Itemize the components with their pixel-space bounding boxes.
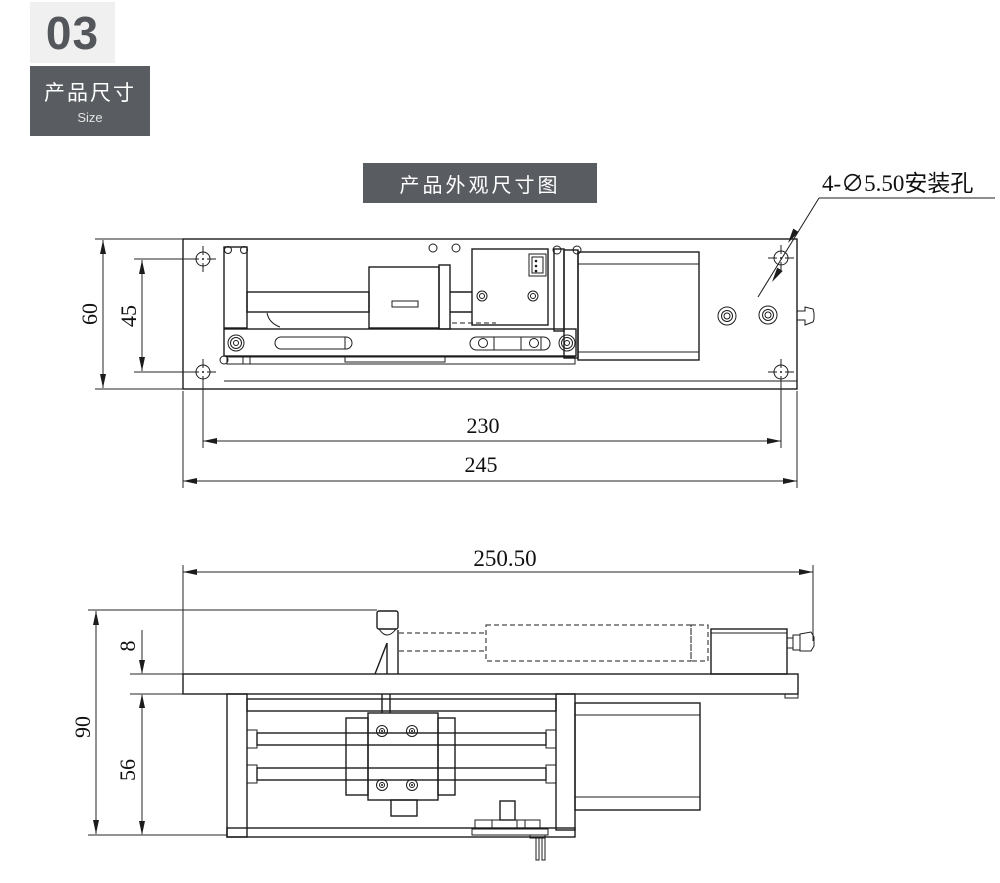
section-title-panel: 产品尺寸 Size bbox=[30, 66, 150, 136]
under-frame bbox=[226, 693, 576, 838]
dim-230: 230 bbox=[202, 379, 782, 448]
dim-label-230: 230 bbox=[467, 413, 500, 438]
connector-nub bbox=[799, 631, 815, 652]
wire-left bbox=[535, 837, 540, 861]
wire-right bbox=[541, 837, 546, 861]
top-view-dimensions: 60 45 230 245 bbox=[77, 238, 798, 488]
base-plate-outline bbox=[182, 238, 798, 390]
pcb-connector bbox=[528, 253, 547, 277]
dim-45: 45 bbox=[116, 258, 193, 373]
section-number-badge: 03 bbox=[30, 2, 115, 63]
hidden-cylinder bbox=[399, 624, 709, 662]
mounting-holes-label: 4-∅5.50安装孔 bbox=[822, 171, 973, 196]
mounting-hole-top-left bbox=[190, 246, 216, 272]
sensor-pcb bbox=[471, 248, 549, 326]
shaft-nub-top-view bbox=[796, 306, 815, 326]
slot-left bbox=[274, 336, 353, 350]
motor-lower bbox=[574, 702, 701, 811]
bottom-sensor-bracket bbox=[471, 800, 549, 861]
dim-56: 56 bbox=[115, 694, 145, 835]
drawing-title: 产品外观尺寸图 bbox=[399, 174, 561, 197]
dim-label-60: 60 bbox=[77, 303, 102, 325]
motor-front-view bbox=[710, 628, 815, 675]
mounting-hole-top-right bbox=[768, 245, 794, 271]
section-title-en: Size bbox=[77, 110, 103, 125]
top-view bbox=[182, 238, 815, 390]
dim-label-90: 90 bbox=[70, 716, 95, 738]
dim-label-8: 8 bbox=[115, 641, 140, 652]
dim-90: 90 bbox=[70, 609, 377, 836]
dim-250-50: 250.50 bbox=[182, 546, 814, 674]
end-bracket bbox=[223, 246, 248, 329]
dim-label-45: 45 bbox=[116, 305, 141, 327]
carriage-block bbox=[368, 243, 461, 330]
motor-top-view bbox=[552, 245, 700, 361]
dim-245: 245 bbox=[182, 391, 798, 488]
front-view bbox=[182, 610, 815, 861]
lower-carriage bbox=[345, 712, 456, 817]
base-plate-side bbox=[182, 673, 799, 695]
section-title-zh: 产品尺寸 bbox=[44, 82, 136, 105]
drawing-title-bar: 产品外观尺寸图 bbox=[363, 163, 597, 203]
mounting-hole-callout: 4-∅5.50安装孔 bbox=[757, 171, 995, 298]
slide-rod bbox=[246, 291, 496, 328]
dim-label-56: 56 bbox=[115, 759, 140, 781]
slot-right bbox=[469, 336, 551, 351]
section-number: 03 bbox=[45, 6, 100, 59]
right-ports bbox=[717, 305, 815, 326]
dim-label-250-50: 250.50 bbox=[473, 546, 536, 571]
adjust-knob bbox=[376, 610, 399, 636]
dim-label-245: 245 bbox=[465, 452, 498, 477]
sensor-arm bbox=[374, 630, 399, 713]
dim-60: 60 bbox=[77, 238, 183, 390]
slide-base-band bbox=[219, 328, 577, 365]
dim-8: 8 bbox=[115, 630, 183, 695]
front-view-dimensions: 250.50 90 8 56 bbox=[70, 546, 814, 836]
